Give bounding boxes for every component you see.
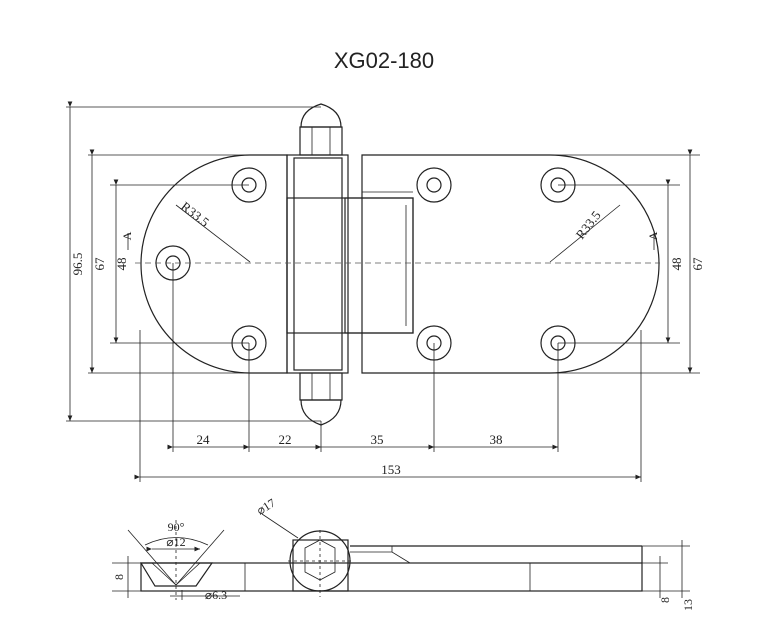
section-a-right: A: [646, 231, 660, 240]
bottom-nut: [299, 372, 343, 426]
dim-38: 38: [490, 432, 503, 447]
dim-dia-12: ⌀12: [166, 535, 185, 549]
dim-22: 22: [279, 432, 292, 447]
dim-153: 153: [381, 462, 401, 477]
mounting-holes: [155, 167, 576, 361]
dim-35: 35: [371, 432, 384, 447]
dim-96-5: 96.5: [70, 253, 85, 276]
center-block: [286, 197, 414, 334]
dim-dia-6-3: ⌀6.3: [205, 588, 227, 602]
dim-13: 13: [681, 599, 695, 611]
left-leaf-outline: [140, 154, 288, 374]
hinge-side-view: [112, 513, 690, 600]
dim-48-right: 48: [669, 258, 684, 271]
dim-24: 24: [197, 432, 211, 447]
right-leaf-outline: [361, 154, 660, 374]
dim-67-right: 67: [690, 257, 705, 271]
dim-8-left: 8: [112, 574, 126, 580]
drawing-title: XG02-180: [333, 48, 435, 73]
knuckle: [286, 154, 349, 374]
top-nut: [299, 103, 343, 156]
dim-8-right: 8: [658, 597, 672, 603]
dimension-lines: [66, 101, 700, 482]
radius-left: R33.5: [178, 199, 212, 230]
hinge-top-view: [135, 103, 660, 426]
section-a-left: A: [120, 231, 134, 240]
dim-48-left: 48: [114, 258, 129, 271]
dim-67-left: 67: [92, 257, 107, 271]
dim-90-deg: 90°: [168, 520, 185, 534]
dim-dia-17: ⌀17: [254, 496, 278, 518]
radius-right: R33.5: [573, 208, 604, 242]
